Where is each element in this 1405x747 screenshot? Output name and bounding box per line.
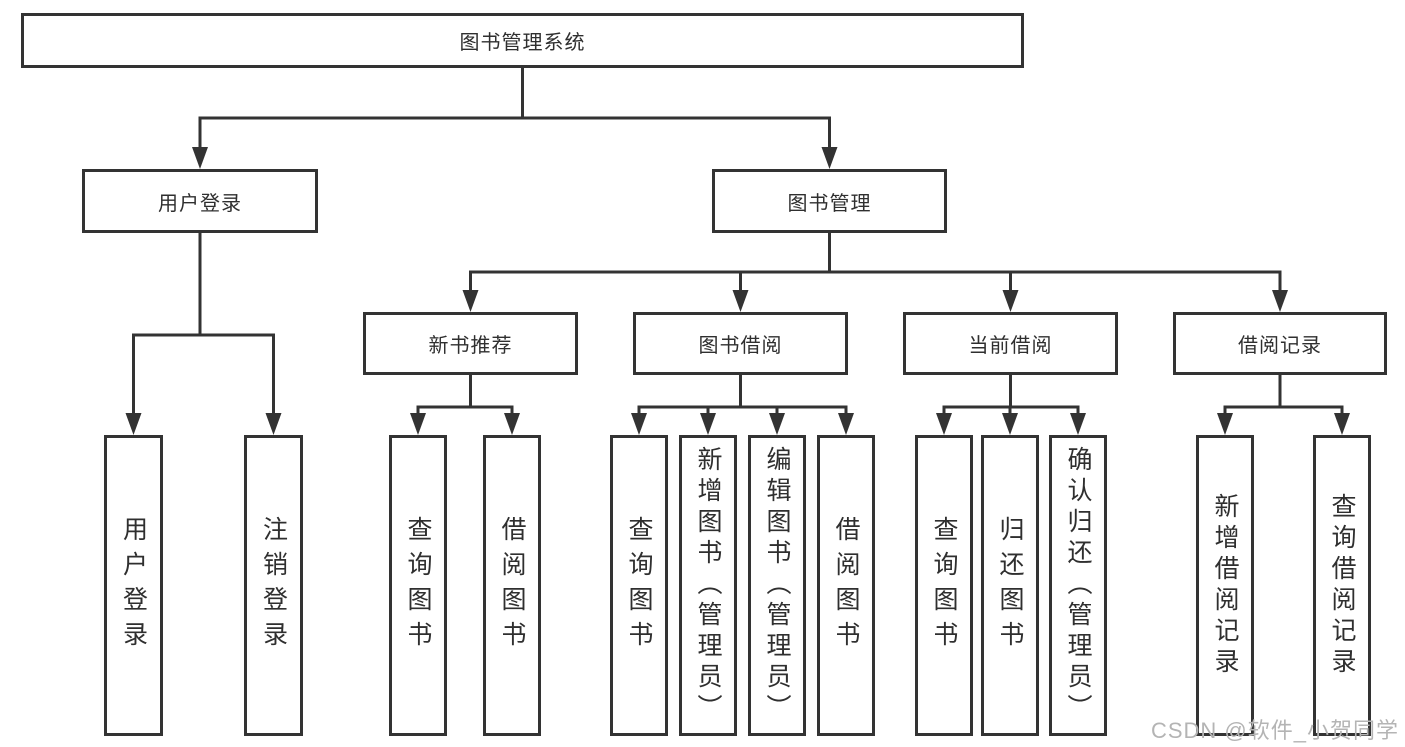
leaf-confirm-return-admin: 确认归还（管理员） xyxy=(1049,435,1107,736)
node-book-management-module: 图书管理 xyxy=(712,169,947,233)
leaf-return-books: 归还图书 xyxy=(981,435,1039,736)
csdn-watermark: CSDN @软件_小贺同学 xyxy=(1150,718,1399,743)
leaf-borrow-books-borrowing: 借阅图书 xyxy=(817,435,875,736)
node-book-borrowing: 图书借阅 xyxy=(633,312,848,375)
leaf-query-borrow-record: 查询借阅记录 xyxy=(1313,435,1371,736)
leaf-add-books-admin: 新增图书（管理员） xyxy=(679,435,737,736)
node-library-system: 图书管理系统 xyxy=(21,13,1024,68)
leaf-query-books-newbooks: 查询图书 xyxy=(389,435,447,736)
node-borrowing-records: 借阅记录 xyxy=(1173,312,1387,375)
leaf-query-books-current: 查询图书 xyxy=(915,435,973,736)
leaf-edit-books-admin: 编辑图书（管理员） xyxy=(748,435,806,736)
node-new-book-recommendation: 新书推荐 xyxy=(363,312,578,375)
node-user-login-module: 用户登录 xyxy=(82,169,318,233)
leaf-user-login: 用户登录 xyxy=(104,435,163,736)
leaf-query-books-borrowing: 查询图书 xyxy=(610,435,668,736)
node-current-borrowing: 当前借阅 xyxy=(903,312,1118,375)
leaf-add-borrow-record: 新增借阅记录 xyxy=(1196,435,1254,736)
leaf-logout: 注销登录 xyxy=(244,435,303,736)
leaf-borrow-books-newbooks: 借阅图书 xyxy=(483,435,541,736)
